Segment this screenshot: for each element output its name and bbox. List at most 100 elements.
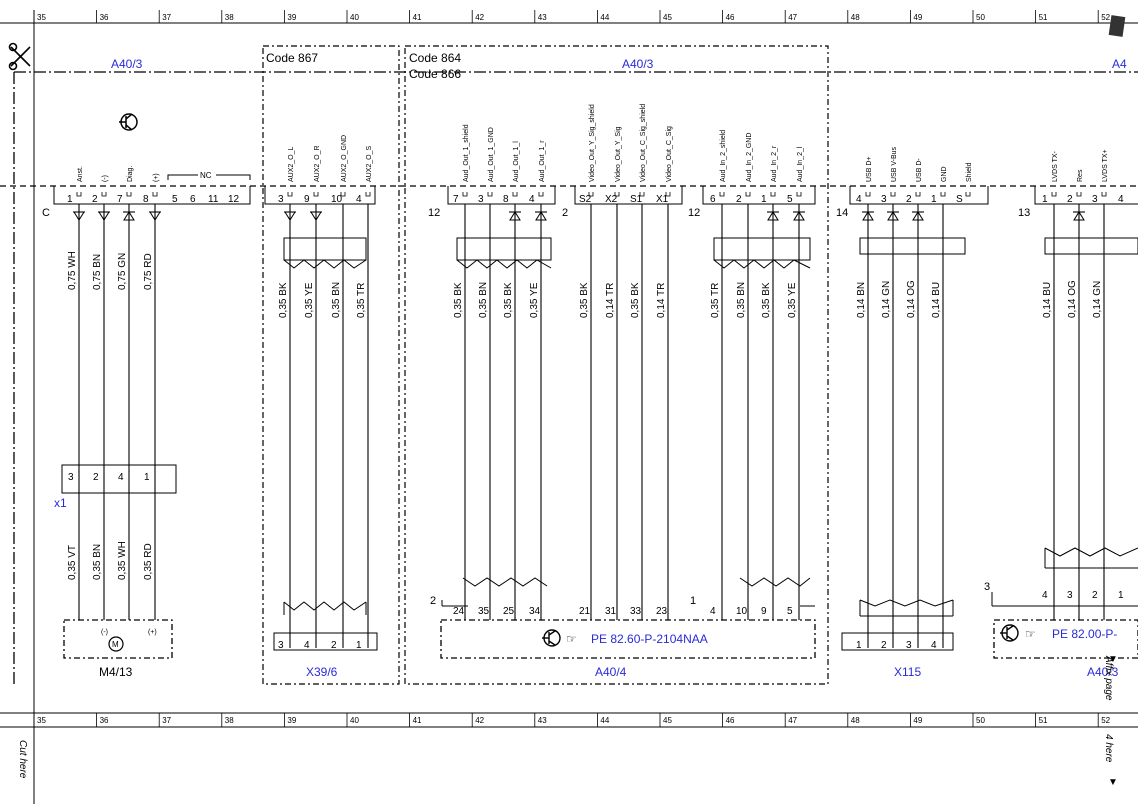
audio-in-bottom-pin: 5: [787, 606, 793, 617]
a40-4-left-no: 2: [430, 595, 436, 607]
audio-in-bottom-pin: 4: [710, 606, 716, 617]
connector-c-pin: 8: [143, 194, 149, 205]
usb-bottom-pin: 3: [906, 640, 912, 651]
usb-wire-label: 0,14 OG: [906, 280, 917, 318]
connector-c-signal: (-): [102, 175, 109, 182]
motor-letter: M: [112, 640, 119, 649]
usb-pin-mark: [865, 192, 871, 197]
code-864-label: Code 864: [409, 51, 461, 65]
lvds-pin-mark: [1076, 192, 1082, 197]
audio-out-bottom-pin: 25: [503, 606, 515, 617]
pen-icon: [1108, 15, 1126, 37]
nc-label: NC: [200, 171, 212, 180]
ruler-number-top: 37: [162, 13, 171, 22]
ruler-number-top: 48: [851, 13, 860, 22]
lvds-pin-mark: [1101, 192, 1107, 197]
audio-out-wire-label: 0,35 BN: [478, 282, 489, 318]
a40-4-ref-link[interactable]: PE 82.60-P-2104NAA: [591, 632, 708, 646]
audio-in-signal: Aud_In_2_shield: [720, 130, 727, 182]
connector-c-wire-label: 0,75 BN: [92, 254, 103, 290]
wire-group: [73, 192, 1107, 648]
ruler-number-bottom: 46: [726, 716, 735, 725]
ruler-number-bottom: 50: [976, 716, 985, 725]
audio-out-pin-mark: [487, 192, 493, 197]
audio-in-connector-no: 12: [688, 207, 700, 219]
audio-in-bottom-pin: 9: [761, 606, 767, 617]
video-wire-label: 0,14 TR: [656, 283, 667, 318]
ruler-number-bottom: 47: [788, 716, 797, 725]
aux-wire-label: 0,35 BN: [331, 282, 342, 318]
ruler-number-top: 42: [475, 13, 484, 22]
ruler-number-bottom: 38: [225, 716, 234, 725]
lvds-bottom-pin: 3: [1067, 590, 1073, 601]
audio-out-bottom-pin: 24: [453, 606, 465, 617]
usb-pin-mark: [965, 192, 971, 197]
video-bottom-pin: 23: [656, 606, 668, 617]
connector-c-pin-mark: [152, 192, 158, 197]
x1-pin: 2: [93, 472, 99, 483]
aux-signal: AUX2_O_S: [366, 145, 373, 182]
m4-13-plus: (+): [148, 629, 157, 636]
connector-c-signal: Diag.: [127, 166, 134, 182]
usb-bottom-pin: 2: [881, 640, 887, 651]
video-signal: Video_Out_Y_Sig: [615, 126, 622, 182]
a40-3-ref-link[interactable]: PE 82.00-P-: [1052, 627, 1117, 641]
video-pin-mark: [639, 192, 645, 197]
audio-in-arrow: [793, 211, 805, 221]
audio-out-wire-label: 0,35 BK: [453, 282, 464, 318]
audio-out-signal: Aud_Out_1_r: [539, 140, 546, 182]
x1-pin: 3: [68, 472, 74, 483]
connector-c-pin: 1: [67, 194, 73, 205]
m4-13-box: [63, 619, 173, 659]
audio-out-wire-label: 0,35 YE: [529, 282, 540, 318]
video-pin-mark: [665, 192, 671, 197]
audio-in-wire-label: 0,35 TR: [710, 283, 721, 318]
audio-out-pin-mark: [538, 192, 544, 197]
aux-signal: AUX2_O_GND: [341, 135, 348, 182]
transistor-icon-a40-4: [542, 629, 561, 647]
aux-pin: 4: [356, 194, 362, 205]
audio-in-arrow: [767, 211, 779, 221]
usb-pin: 4: [856, 194, 862, 205]
aux-pin-mark: [365, 192, 371, 197]
cut-here-note: Cut here: [17, 740, 28, 779]
usb-pin: S: [956, 194, 963, 205]
lvds-signal: Res: [1077, 169, 1084, 182]
motor-icon: [108, 636, 124, 652]
ruler-number-top: 52: [1101, 13, 1110, 22]
audio-in-signal: Aud_In_2_GND: [746, 133, 753, 182]
ruler-number-bottom: 40: [350, 716, 359, 725]
connector-c-pin: 6: [190, 194, 196, 205]
x1-pin: 4: [118, 472, 124, 483]
connector-c-letter: C: [42, 207, 50, 219]
a40-4-right-no: 1: [690, 595, 696, 607]
video-connector-no: 2: [562, 207, 568, 219]
lvds-pin: 2: [1067, 194, 1073, 205]
aux-bottom-pin: 4: [304, 640, 310, 651]
aux-wire-label: 0,35 BK: [278, 282, 289, 318]
x1-pin: 1: [144, 472, 150, 483]
ruler-number-top: 47: [788, 13, 797, 22]
aux-pin: 3: [278, 194, 284, 205]
audio-in-pin: 5: [787, 194, 793, 205]
usb-bottom-pin: 1: [856, 640, 862, 651]
audio-out-pin-mark: [512, 192, 518, 197]
audio-in-wire-label: 0,35 YE: [787, 282, 798, 318]
video-pin: X2: [605, 194, 618, 205]
triangle-down-icon: ▼: [1108, 777, 1118, 788]
x1-wire-label: 0,35 BN: [92, 544, 103, 580]
lvds-pin: 3: [1092, 194, 1098, 205]
a40-3-lower-label: A40/3: [1087, 665, 1119, 679]
usb-signal: Shield: [966, 162, 973, 182]
usb-wire-label: 0,14 GN: [881, 281, 892, 318]
usb-pin: 2: [906, 194, 912, 205]
lvds-bottom-pin: 4: [1042, 590, 1048, 601]
connector-c-pin: 11: [208, 194, 219, 205]
aux-bottom-pin: 3: [278, 640, 284, 651]
usb-pin-mark: [915, 192, 921, 197]
video-wire-label: 0,35 BK: [630, 282, 641, 318]
usb-pin: 3: [881, 194, 887, 205]
connector-c-signal: Anst.: [77, 166, 84, 182]
connector-c-pin: 7: [117, 194, 123, 205]
video-pin-mark: [614, 192, 620, 197]
